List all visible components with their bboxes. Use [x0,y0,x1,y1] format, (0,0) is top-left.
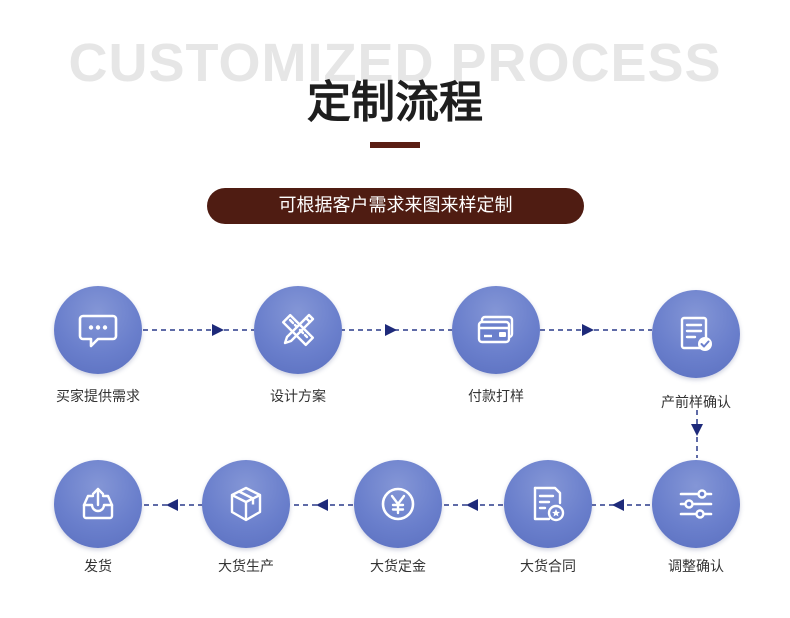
background-watermark-title: CUSTOMIZED PROCESS [68,33,722,93]
step-8-label: 大货生产 [218,559,274,575]
page-title: 定制流程 [307,77,483,128]
arrow-left-5 [612,499,624,511]
arrow-right-1 [212,324,224,336]
yen-coin-icon [381,487,415,521]
step-4-circle[interactable] [652,290,740,378]
arrow-down-4 [691,424,703,436]
ruler-pencil-icon [281,313,315,347]
sliders-icon [679,489,713,519]
arrow-left-7 [316,499,328,511]
arrow-left-6 [466,499,478,511]
box-icon [230,486,262,522]
step-6-label: 大货合同 [520,559,576,575]
arrow-right-2 [385,324,397,336]
step-5-label: 调整确认 [668,559,724,575]
step-5-circle[interactable] [652,460,740,548]
step-9-label: 发货 [84,559,112,575]
step-7-label: 大货定金 [370,559,426,575]
arrow-left-8 [166,499,178,511]
step-8-circle[interactable] [202,460,290,548]
contract-icon [533,486,565,522]
arrow-right-3 [582,324,594,336]
chat-bubble-icon [78,314,118,348]
subtitle-banner: 可根据客户需求来图来样定制 [207,188,584,224]
step-7-circle[interactable] [354,460,442,548]
step-2-label: 设计方案 [270,389,326,405]
step-9-circle[interactable] [54,460,142,548]
step-6-circle[interactable] [504,460,592,548]
step-1-circle[interactable] [54,286,142,374]
step-1-label: 买家提供需求 [56,389,140,405]
checklist-icon [680,316,712,351]
step-4-label: 产前样确认 [661,395,731,411]
step-3-label: 付款打样 [468,389,524,405]
step-3-circle[interactable] [452,286,540,374]
inbox-upload-icon [82,487,114,520]
credit-card-icon [477,315,514,344]
step-2-circle[interactable] [254,286,342,374]
title-underline [370,142,420,148]
